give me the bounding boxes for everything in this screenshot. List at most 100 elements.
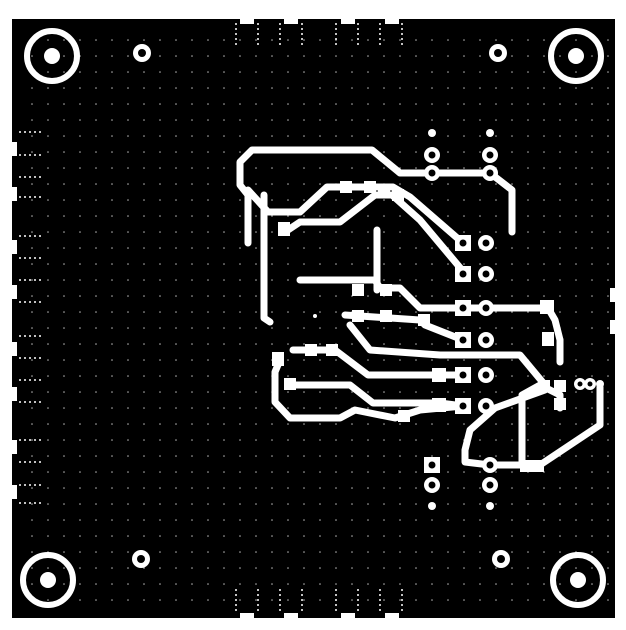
via-dot: [63, 583, 65, 585]
finger-dot: [257, 38, 259, 40]
via-dot: [79, 391, 81, 393]
via-dot: [79, 247, 81, 249]
via-dot: [127, 135, 129, 137]
via-dot: [47, 519, 49, 521]
via-dot: [159, 103, 161, 105]
via-dot: [575, 263, 577, 265]
via-dot: [207, 247, 209, 249]
via-dot: [47, 487, 49, 489]
via-dot: [431, 535, 433, 537]
via-dot: [303, 423, 305, 425]
finger-dot: [357, 28, 359, 30]
via-dot: [511, 551, 513, 553]
via-dot: [111, 567, 113, 569]
via-dot: [383, 263, 385, 265]
via-dot: [31, 375, 33, 377]
via-dot: [607, 471, 609, 473]
via-dot: [335, 295, 337, 297]
via-dot: [287, 455, 289, 457]
finger-dot: [29, 235, 31, 237]
via-dot: [31, 231, 33, 233]
via-dot: [143, 359, 145, 361]
via-dot: [543, 71, 545, 73]
via-dot: [543, 167, 545, 169]
small-hole-bottom-right: [492, 550, 510, 568]
via-dot: [431, 263, 433, 265]
finger-dot: [29, 461, 31, 463]
via-dot: [143, 519, 145, 521]
via-dot: [47, 423, 49, 425]
via-dot: [591, 87, 593, 89]
via-dot: [207, 279, 209, 281]
via-dot: [271, 551, 273, 553]
via-dot: [79, 471, 81, 473]
via-dot: [159, 167, 161, 169]
via-dot: [191, 231, 193, 233]
via-dot: [303, 407, 305, 409]
via-dot: [575, 279, 577, 281]
via-dot: [559, 55, 561, 57]
via-dot: [399, 215, 401, 217]
finger-dot: [19, 235, 21, 237]
via-dot: [287, 567, 289, 569]
via-dot: [223, 375, 225, 377]
finger-dot: [279, 38, 281, 40]
via-dot: [383, 215, 385, 217]
via-dot: [351, 135, 353, 137]
via-dot: [431, 551, 433, 553]
via-dot: [559, 119, 561, 121]
via-dot: [159, 519, 161, 521]
via-dot: [431, 295, 433, 297]
via-dot: [607, 535, 609, 537]
via-dot: [431, 583, 433, 585]
via-dot: [271, 183, 273, 185]
via-dot: [447, 583, 449, 585]
via-dot: [111, 375, 113, 377]
via-dot: [319, 183, 321, 185]
via-dot: [511, 103, 513, 105]
via-dot: [223, 455, 225, 457]
finger-dot: [34, 335, 36, 337]
via-dot: [351, 519, 353, 521]
finger-dot: [357, 594, 359, 596]
via-dot: [319, 455, 321, 457]
via-dot: [415, 151, 417, 153]
via-dot: [31, 343, 33, 345]
via-dot: [495, 519, 497, 521]
via-dot: [591, 487, 593, 489]
via-dot: [95, 327, 97, 329]
finger-dot: [19, 131, 21, 133]
via-dot: [527, 535, 529, 537]
via-dot: [399, 455, 401, 457]
via-dot: [47, 375, 49, 377]
via-dot: [303, 103, 305, 105]
via-dot: [143, 391, 145, 393]
finger-dot: [34, 279, 36, 281]
via-dot: [415, 359, 417, 361]
via-dot: [319, 359, 321, 361]
via-dot: [159, 599, 161, 601]
via-dot: [271, 279, 273, 281]
via-dot: [63, 231, 65, 233]
via-dot: [127, 167, 129, 169]
via-dot: [559, 183, 561, 185]
via-dot: [399, 135, 401, 137]
finger-dot: [257, 594, 259, 596]
small-hole-top-left: [133, 44, 151, 62]
via-dot: [111, 279, 113, 281]
via-dot: [479, 151, 481, 153]
via-dot: [271, 503, 273, 505]
via-dot: [351, 103, 353, 105]
via-dot: [207, 71, 209, 73]
via-dot: [351, 263, 353, 265]
via-dot: [159, 183, 161, 185]
finger-dot: [401, 23, 403, 25]
via-dot: [431, 455, 433, 457]
via-dot: [415, 39, 417, 41]
via-dot: [79, 71, 81, 73]
via-dot: [335, 583, 337, 585]
via-dot: [47, 391, 49, 393]
via-dot: [607, 215, 609, 217]
via-dot: [431, 359, 433, 361]
through-hole-pads: [424, 147, 596, 493]
